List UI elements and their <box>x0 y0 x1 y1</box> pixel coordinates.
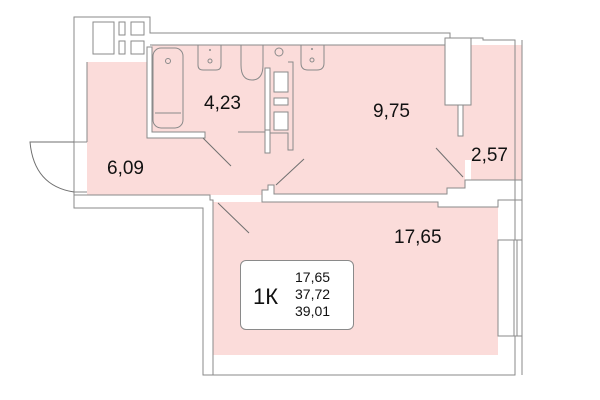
living-area: 17,65 <box>295 269 331 285</box>
area-label-kitchen: 9,75 <box>373 101 410 122</box>
apartment-areas: 17,65 37,72 39,01 <box>295 269 330 320</box>
toilet-icon <box>240 44 264 81</box>
area-label-living-room: 17,65 <box>394 227 442 248</box>
shaft-icon <box>92 21 115 55</box>
fixtures <box>92 21 325 151</box>
bathtub-icon <box>152 47 184 129</box>
area-label-bathroom: 4,23 <box>204 93 241 114</box>
apartment-info-box: 1К 17,65 37,72 39,01 <box>240 260 354 330</box>
kitchen-sink-icon <box>300 44 325 71</box>
area-label-balcony: 2,57 <box>471 145 508 166</box>
apartment-type: 1К <box>253 284 279 309</box>
room-balcony <box>471 45 522 180</box>
total-area-with-balcony: 39,01 <box>295 303 331 319</box>
sink-icon <box>197 44 222 71</box>
room-kitchen <box>232 45 483 194</box>
rooms <box>87 45 522 355</box>
total-area: 37,72 <box>295 286 331 302</box>
entrance-door[interactable] <box>29 141 87 193</box>
door-swings <box>202 137 464 234</box>
area-label-hallway: 6,09 <box>107 158 144 179</box>
